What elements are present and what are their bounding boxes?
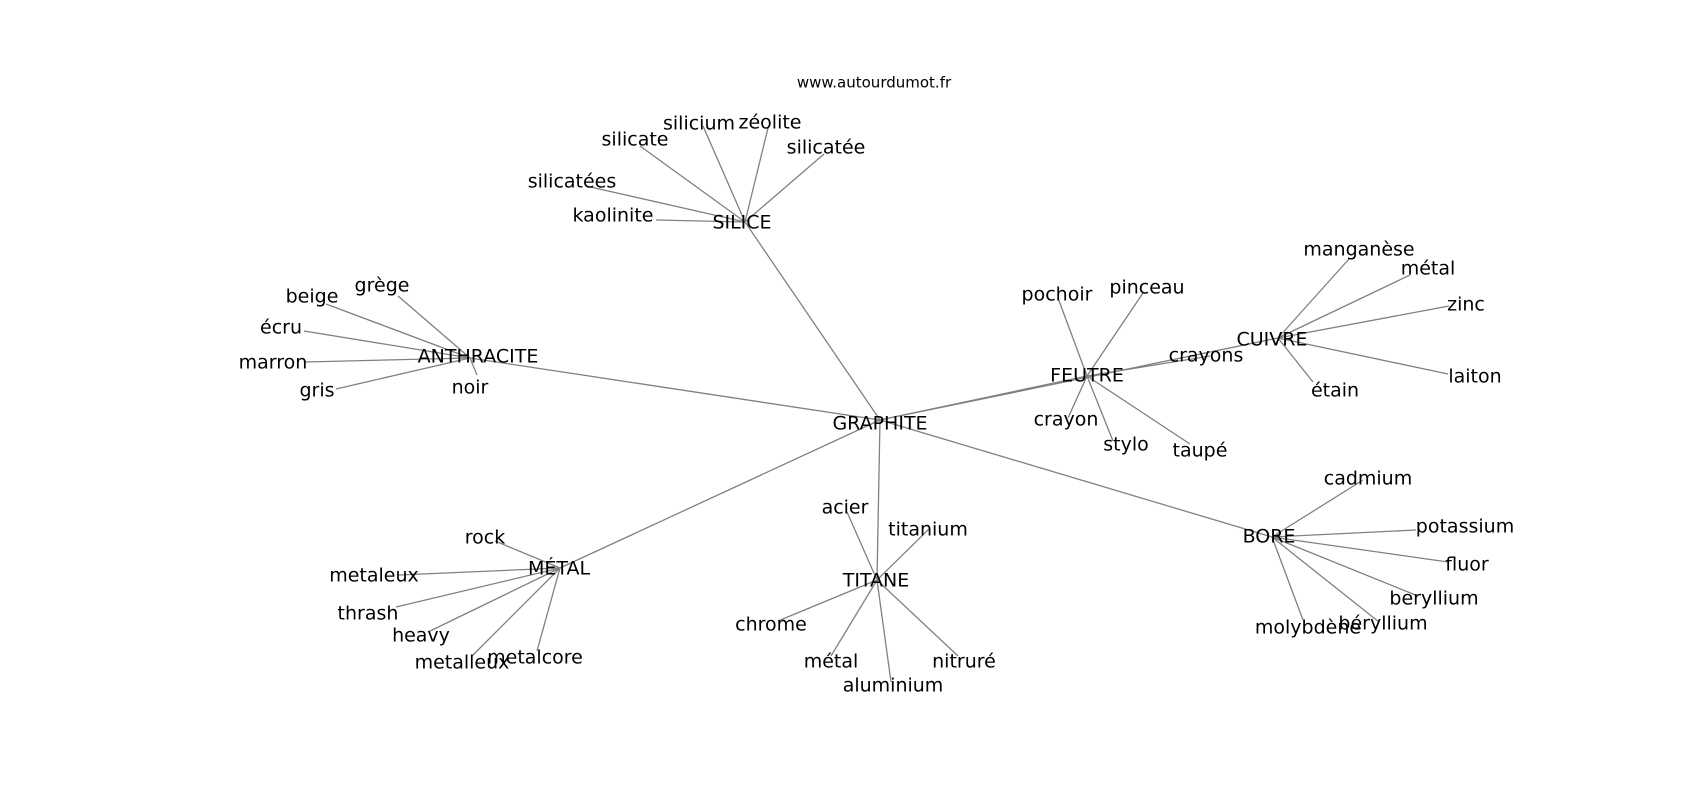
word-node-titane-3: métal (804, 651, 859, 673)
word-node-silice-3: silicatée (787, 137, 866, 159)
edge-feutre-word-4 (1086, 375, 1114, 442)
edge-metal-word-4 (471, 567, 561, 657)
hub-node-silice: SILICE (712, 212, 771, 234)
edge-center-cuivre (879, 337, 1279, 421)
hub-node-anthracite: ANTHRACITE (418, 346, 539, 368)
edge-center-titane (876, 419, 881, 581)
word-node-silice-2: zéolite (739, 112, 802, 134)
center-node-label: GRAPHITE (832, 413, 927, 435)
word-node-titane-1: titanium (888, 519, 968, 541)
edge-anthracite-word-0 (397, 295, 471, 359)
edge-cuivre-word-2 (1277, 305, 1450, 339)
edge-cuivre-word-4 (1277, 337, 1314, 383)
word-node-titane-5: nitruré (932, 651, 996, 673)
edge-titane-word-4 (876, 579, 892, 683)
word-node-cuivre-2: zinc (1447, 294, 1485, 316)
word-node-bore-2: fluor (1445, 554, 1489, 576)
word-node-bore-4: béryllium (1338, 613, 1427, 635)
edge-metal-word-1 (398, 567, 561, 576)
word-node-silice-5: kaolinite (573, 205, 654, 227)
graph-labels: www.autourdumot.fr GRAPHITE SILICE silicat… (239, 74, 1515, 697)
word-node-metal-2: thrash (338, 603, 399, 625)
edge-anthracite-word-3 (304, 357, 471, 363)
edge-metal-word-2 (395, 567, 561, 608)
word-node-anthracite-5: noir (452, 377, 489, 399)
edge-silice-word-1 (702, 125, 746, 223)
word-node-feutre-4: stylo (1103, 434, 1149, 456)
word-node-bore-5: molybdène (1255, 617, 1361, 639)
edge-cuivre-word-1 (1277, 274, 1411, 339)
word-node-titane-2: chrome (735, 614, 807, 636)
hub-node-cuivre: CUIVRE (1237, 329, 1308, 351)
word-node-anthracite-3: marron (239, 352, 308, 374)
edge-bore-word-3 (1271, 536, 1419, 597)
edge-anthracite-word-1 (325, 303, 471, 359)
word-node-bore-3: beryllium (1389, 588, 1478, 610)
edge-titane-word-5 (876, 579, 959, 657)
edge-titane-word-2 (777, 579, 878, 622)
word-node-feutre-5: taupé (1173, 440, 1228, 462)
edge-metal-word-5 (536, 567, 561, 652)
edge-anthracite-word-2 (303, 330, 471, 359)
edge-feutre-word-5 (1086, 375, 1191, 445)
edge-center-metal (559, 419, 881, 569)
edge-cuivre-word-0 (1277, 258, 1350, 339)
word-node-anthracite-1: beige (286, 286, 339, 308)
word-node-titane-0: acier (822, 497, 869, 519)
hub-node-titane: TITANE (842, 570, 910, 592)
edge-feutre-word-1 (1086, 292, 1144, 377)
word-node-silice-0: silicate (602, 129, 669, 151)
edge-feutre-word-0 (1057, 297, 1088, 377)
edge-silice-word-0 (639, 145, 746, 223)
word-node-bore-1: potassium (1416, 516, 1514, 538)
edge-silice-word-3 (744, 153, 825, 223)
word-node-feutre-2: crayons (1169, 345, 1244, 367)
edge-metal-word-3 (427, 567, 561, 633)
edge-feutre-word-3 (1067, 375, 1088, 419)
edge-center-silice (744, 221, 881, 421)
word-node-metal-1: metaleux (329, 565, 419, 587)
edge-silice-word-4 (585, 185, 746, 223)
word-node-anthracite-0: grège (355, 275, 410, 297)
edge-center-anthracite (469, 357, 881, 421)
hub-node-feutre: FEUTRE (1050, 365, 1124, 387)
edge-bore-word-1 (1271, 529, 1417, 538)
graph-edges (303, 125, 1450, 683)
edge-metal-word-0 (494, 540, 561, 569)
edge-silice-word-5 (655, 219, 746, 223)
word-node-cuivre-4: étain (1311, 380, 1359, 402)
edge-bore-word-2 (1271, 536, 1449, 563)
hub-node-bore: BORE (1243, 526, 1296, 548)
word-node-anthracite-2: écru (260, 317, 302, 339)
edge-center-bore (879, 419, 1273, 538)
word-node-cuivre-0: manganèse (1303, 239, 1414, 261)
word-node-silice-4: silicatées (528, 171, 617, 193)
edge-cuivre-word-3 (1277, 337, 1449, 375)
edge-bore-word-5 (1271, 536, 1304, 621)
edge-titane-word-1 (876, 527, 931, 581)
word-node-feutre-3: crayon (1034, 409, 1099, 431)
word-node-feutre-0: pochoir (1022, 284, 1093, 306)
edge-anthracite-word-5 (469, 357, 478, 376)
word-node-metal-5: metalcore (487, 647, 583, 669)
word-node-feutre-1: pinceau (1109, 277, 1184, 299)
word-node-metal-3: heavy (392, 625, 450, 647)
hub-node-metal: MÉTAL (528, 557, 591, 580)
word-node-anthracite-4: gris (299, 380, 334, 402)
word-node-bore-0: cadmium (1324, 468, 1413, 490)
word-node-metal-4: metalleux (415, 652, 510, 674)
edge-bore-word-0 (1271, 479, 1364, 538)
word-node-cuivre-1: métal (1401, 258, 1456, 280)
edge-titane-word-0 (846, 511, 878, 581)
word-node-cuivre-3: laiton (1448, 366, 1501, 388)
edge-bore-word-4 (1271, 536, 1380, 623)
edge-anthracite-word-4 (335, 357, 471, 390)
source-label: www.autourdumot.fr (797, 74, 952, 92)
edge-titane-word-3 (830, 579, 878, 657)
edge-silice-word-2 (744, 127, 769, 223)
word-node-metal-0: rock (465, 527, 505, 549)
word-node-silice-1: silicium (663, 113, 735, 135)
word-node-titane-4: aluminium (843, 675, 944, 697)
